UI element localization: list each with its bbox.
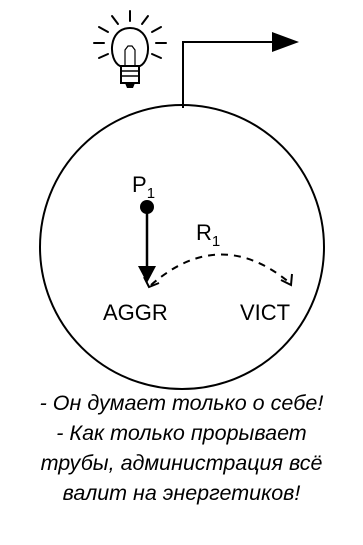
right-arrow-icon [272,32,299,52]
light-bulb-icon [93,10,167,88]
caption-line-1: - Он думает только о себе! [39,391,324,415]
vict-label: VICT [240,300,290,325]
r1-label: R1 [196,220,220,250]
caption-line-2: - Как только прорывает [56,421,307,445]
r1-dashed-arrow [143,253,293,289]
p1-label: P1 [132,172,155,202]
system-circle [39,104,325,390]
output-arrow [182,32,299,108]
caption-line-4: валит на энергетиков! [62,481,301,505]
caption-line-3: трубы, администрация всё [40,451,323,475]
aggr-label: AGGR [103,300,168,325]
caption-text: - Он думает только о себе! - Как только … [0,388,363,508]
p1-to-aggr-arrow [138,207,156,283]
